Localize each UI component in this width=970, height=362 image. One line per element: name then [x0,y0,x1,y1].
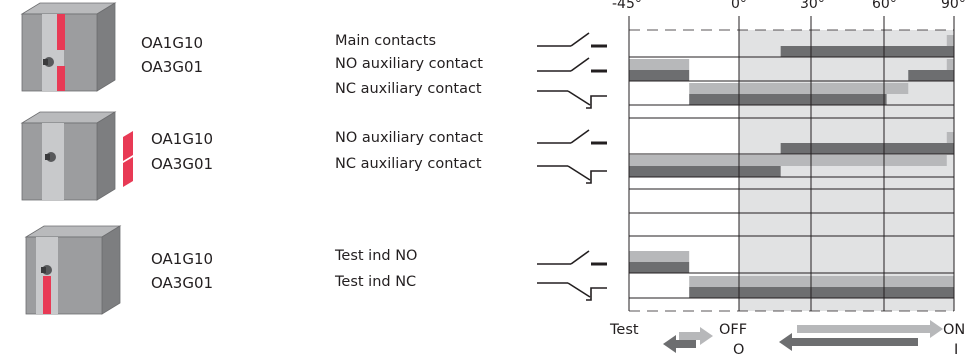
angle-label: 90° [941,0,966,12]
angle-label: -45° [612,0,642,12]
arrow-off-to-on-light [797,320,943,338]
arrow-on-to-off-dark [779,333,918,351]
nc-contact-symbol [537,90,607,109]
no-contact-symbol [537,129,607,145]
light-timing-bar [689,83,909,94]
product-code: OA3G01 [151,274,214,292]
nc-contact-symbol [537,282,607,301]
arrow-off-to-test-dark [663,335,696,353]
switch-illustration-1 [20,2,117,92]
no-contact-symbol [537,32,607,48]
contact-symbols [537,32,607,301]
light-timing-bar [946,35,954,46]
dark-timing-bar [908,70,954,81]
dark-timing-bar [780,143,954,154]
product-code: OA1G10 [151,130,214,148]
angle-label: 60° [872,0,897,12]
light-timing-bar [629,251,690,262]
position-off-symbol: O [733,342,745,358]
product-code: OA1G10 [141,34,204,52]
switch-illustration-2 [20,111,133,201]
light-timing-bar [946,132,954,143]
contact-label: NO auxiliary contact [335,56,483,72]
dark-timing-bar [629,262,690,273]
nc-contact-symbol [537,165,607,184]
light-timing-bar [629,155,947,166]
position-on-symbol: I [954,342,959,358]
dark-timing-bar [629,166,781,177]
dark-timing-bar [780,46,954,57]
dark-timing-bar [689,287,954,298]
contact-label: Test ind NC [335,274,417,290]
timing-bars [629,35,954,298]
product-code: OA1G10 [151,250,214,268]
angle-label: 30° [800,0,825,12]
dark-timing-bar [629,70,690,81]
angle-label: 0° [731,0,747,12]
light-timing-bar [629,59,690,70]
contact-label: NC auxiliary contact [335,156,482,172]
no-contact-symbol [537,57,607,73]
contact-label: NO auxiliary contact [335,130,483,146]
row-baselines [629,56,954,299]
direction-arrows [663,320,943,353]
arrow-test-to-off-light [679,327,713,345]
product-code: OA3G01 [151,155,214,173]
contact-label: Main contacts [335,33,437,49]
position-on-label: ON [943,322,966,338]
contact-label: NC auxiliary contact [335,81,482,97]
light-timing-bar [946,59,954,70]
position-off-label: OFF [719,322,748,338]
product-code: OA3G01 [141,58,204,76]
no-contact-symbol [537,250,607,266]
dark-timing-bar [689,94,887,105]
contact-label: Test ind NO [335,248,418,264]
switch-illustration-3 [24,225,122,315]
vertical-gridlines [628,16,955,311]
position-test-label: Test [610,322,639,338]
light-timing-bar [689,276,954,287]
